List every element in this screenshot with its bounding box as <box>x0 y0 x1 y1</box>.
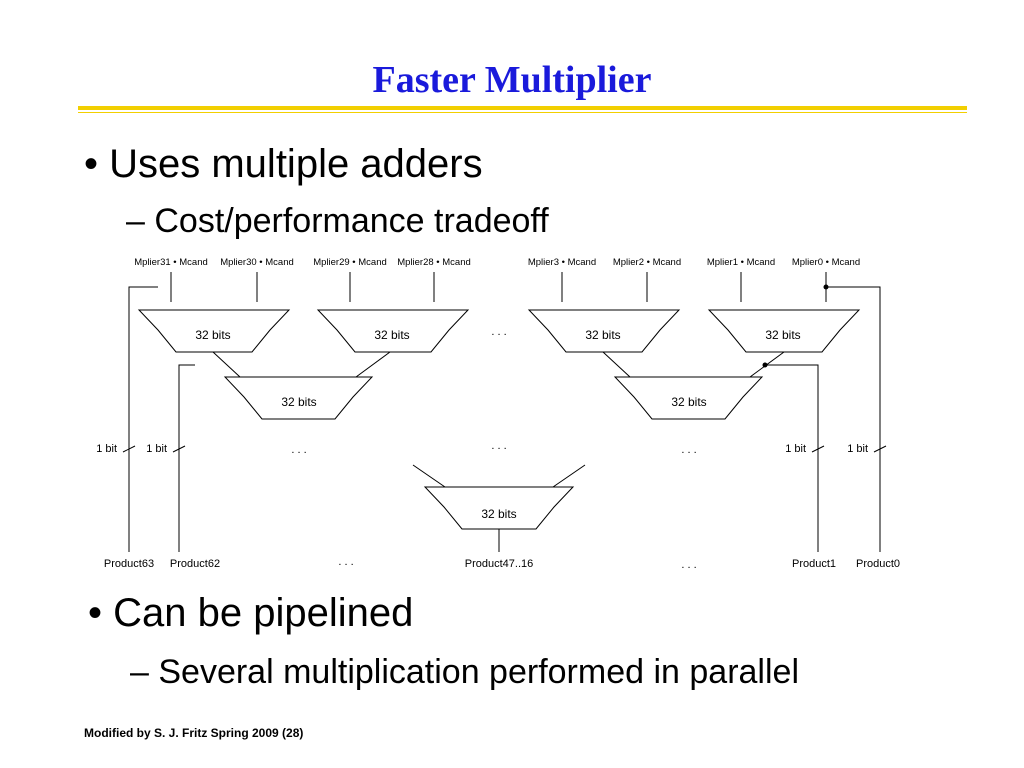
bit-tick-3 <box>811 445 825 453</box>
adder-mid-2 <box>613 376 764 420</box>
bit-tick-4 <box>873 445 887 453</box>
input-label-mplier28: Mplier28 • Mcand <box>397 257 471 268</box>
adder-top-1 <box>137 309 291 353</box>
bit-tick-1 <box>122 445 136 453</box>
ellipsis: . . . <box>491 440 506 452</box>
adder-label: 32 bits <box>281 395 316 409</box>
input-label-mplier2: Mplier2 • Mcand <box>613 257 681 268</box>
wire-top3-to-mid2 <box>602 351 631 378</box>
wire-into-bottom-left <box>412 464 446 488</box>
junction-dot-2 <box>762 362 768 368</box>
output-label-product0: Product0 <box>856 558 900 570</box>
ellipsis: . . . <box>681 444 696 456</box>
adder-label: 32 bits <box>481 507 516 521</box>
wire-product62 <box>178 364 195 552</box>
input-label-mplier0: Mplier0 • Mcand <box>792 257 860 268</box>
ellipsis: . . . <box>491 326 506 338</box>
wire-into-bottom-right <box>552 464 586 488</box>
adder-label: 32 bits <box>671 395 706 409</box>
wire-top1-to-mid1 <box>212 351 241 378</box>
input-label-mplier3: Mplier3 • Mcand <box>528 257 596 268</box>
title-underline <box>78 106 967 110</box>
bit-label: 1 bit <box>785 443 806 455</box>
output-label-product62: Product62 <box>170 558 220 570</box>
adder-mid-1 <box>223 376 374 420</box>
adder-label: 32 bits <box>195 328 230 342</box>
slide-title: Faster Multiplier <box>372 59 652 101</box>
wire-product63 <box>128 286 158 552</box>
input-label-mplier1: Mplier1 • Mcand <box>707 257 775 268</box>
output-label-product63: Product63 <box>104 558 154 570</box>
bit-label: 1 bit <box>146 443 167 455</box>
adder-top-2 <box>316 309 470 353</box>
adder-top-3 <box>527 309 681 353</box>
adder-bottom <box>423 486 575 530</box>
bit-tick-2 <box>172 445 186 453</box>
bit-label: 1 bit <box>847 443 868 455</box>
bullet-can-be-pipelined: • Can be pipelined <box>88 591 414 635</box>
ellipsis: . . . <box>338 556 353 568</box>
junction-dot-1 <box>823 284 829 290</box>
output-label-product1: Product1 <box>792 558 836 570</box>
subbullet-several-multiplication: – Several multiplication performed in pa… <box>130 653 799 691</box>
input-label-mplier29: Mplier29 • Mcand <box>313 257 387 268</box>
wire-product1 <box>765 364 819 552</box>
wire-product0 <box>826 286 881 552</box>
wire-top2-to-mid1 <box>355 351 391 378</box>
bullet-uses-multiple-adders: • Uses multiple adders <box>84 142 483 186</box>
title-underline-thin <box>78 112 967 113</box>
ellipsis: . . . <box>291 444 306 456</box>
adder-label: 32 bits <box>374 328 409 342</box>
adder-label: 32 bits <box>585 328 620 342</box>
ellipsis: . . . <box>681 559 696 571</box>
adder-top-4 <box>707 309 861 353</box>
input-label-mplier30: Mplier30 • Mcand <box>220 257 294 268</box>
subbullet-cost-performance: – Cost/performance tradeoff <box>126 202 549 240</box>
footer-credit: Modified by S. J. Fritz Spring 2009 (28) <box>84 726 304 740</box>
output-label-product47-16: Product47..16 <box>465 558 534 570</box>
bit-label: 1 bit <box>96 443 117 455</box>
input-label-mplier31: Mplier31 • Mcand <box>134 257 208 268</box>
adder-label: 32 bits <box>765 328 800 342</box>
